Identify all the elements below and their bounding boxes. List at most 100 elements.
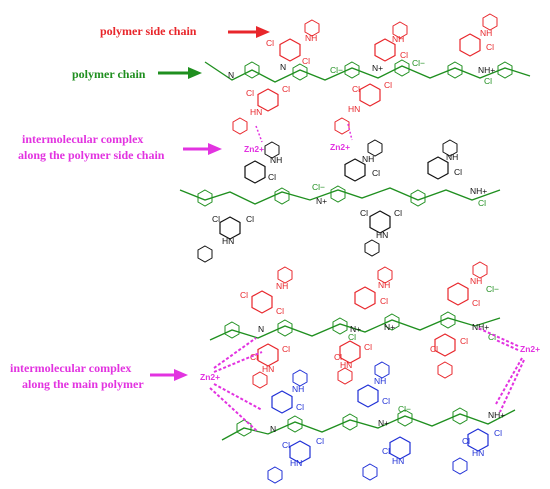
top-atom-labels: NH Cl Cl NH Cl NH Cl N N Cl− N+ Cl− NH+ … <box>228 28 495 117</box>
atom-label: N+ <box>372 63 383 73</box>
atom-label: Cl <box>334 352 342 362</box>
label-polymer-chain: polymer chain <box>72 67 146 81</box>
atom-label: Cl <box>430 344 438 354</box>
atom-label: N <box>280 62 286 72</box>
atom-label: Cl <box>266 38 274 48</box>
atom-label: HN <box>392 456 404 466</box>
atom-label: HN <box>472 448 484 458</box>
label-complex-side-line1: intermolecular complex <box>22 132 143 146</box>
atom-label: Cl <box>316 436 324 446</box>
magenta-arrow-icon-bottom <box>150 369 188 381</box>
atom-label: Cl− <box>412 58 425 68</box>
atom-label: NH <box>480 28 492 38</box>
zn-label: Zn2+ <box>200 372 220 382</box>
bottom-atom-labels: NH Cl Cl NH Cl NH Cl− Cl N N+ Cl N+ NH+ … <box>240 276 505 468</box>
atom-label: N+ <box>384 322 395 332</box>
atom-label: Cl <box>268 172 276 182</box>
atom-label: NH+ <box>472 322 489 332</box>
atom-label: Cl <box>352 84 360 94</box>
middle-black-units <box>197 139 458 263</box>
atom-label: NH+ <box>470 186 487 196</box>
atom-label: HN <box>262 364 274 374</box>
atom-label: HN <box>348 104 360 114</box>
atom-label: Cl <box>282 344 290 354</box>
atom-label: NH <box>470 276 482 286</box>
atom-label: Cl <box>460 336 468 346</box>
label-complex-main-line1: intermolecular complex <box>10 361 131 375</box>
atom-label: N+ <box>350 324 361 334</box>
atom-label: Cl <box>360 208 368 218</box>
top-main-chain <box>204 59 531 83</box>
atom-label: NH <box>446 152 458 162</box>
atom-label: Cl <box>246 214 254 224</box>
atom-label: Cl <box>348 332 356 342</box>
bottom-main-chain-lower <box>221 407 516 441</box>
atom-label: Cl <box>212 214 220 224</box>
bottom-zn-complexes: Zn2+ Zn2+ <box>200 327 540 433</box>
atom-label: Cl <box>462 436 470 446</box>
atom-label: HN <box>340 360 352 370</box>
atom-label: NH <box>392 34 404 44</box>
magenta-arrow-icon-top <box>183 143 222 155</box>
atom-label: Cl <box>246 88 254 98</box>
atom-label: Cl <box>384 80 392 90</box>
red-arrow-icon <box>228 26 270 38</box>
atom-label: NH <box>374 376 386 386</box>
atom-label: Cl <box>494 428 502 438</box>
atom-label: Cl <box>478 198 486 208</box>
atom-label: Cl <box>454 167 462 177</box>
atom-label: NH <box>362 154 374 164</box>
atom-label: Cl <box>250 352 258 362</box>
atom-label: Cl− <box>486 284 499 294</box>
top-side-chains-red <box>232 13 498 135</box>
atom-label: NH <box>378 280 390 290</box>
atom-label: HN <box>376 230 388 240</box>
atom-label: Cl <box>488 332 496 342</box>
zn-label: Zn2+ <box>520 344 540 354</box>
atom-label: Cl <box>282 440 290 450</box>
middle-black-chain <box>179 187 501 205</box>
atom-label: NH+ <box>478 65 495 75</box>
atom-label: Cl <box>276 306 284 316</box>
atom-label: Cl− <box>398 404 411 414</box>
middle-atom-labels: NH Cl NH Cl NH Cl Cl− N+ NH+ Cl Cl Cl HN… <box>212 152 487 246</box>
atom-label: HN <box>222 236 234 246</box>
atom-label: N+ <box>378 418 389 428</box>
atom-label: Cl− <box>312 182 325 192</box>
label-complex-side-line2: along the polymer side chain <box>18 148 165 162</box>
zn-label: Zn2+ <box>244 144 264 154</box>
atom-label: NH+ <box>488 410 505 420</box>
atom-label: Cl <box>486 42 494 52</box>
top-zn-complexes: Zn2+ Zn2+ <box>244 123 353 154</box>
label-complex-main-line2: along the main polymer <box>22 377 144 391</box>
atom-label: Cl <box>282 84 290 94</box>
atom-label: Cl <box>296 402 304 412</box>
green-arrow-icon <box>158 67 202 79</box>
atom-label: HN <box>290 458 302 468</box>
zn-label: Zn2+ <box>330 142 350 152</box>
atom-label: Cl <box>380 296 388 306</box>
atom-label: Cl <box>400 50 408 60</box>
atom-label: N+ <box>316 196 327 206</box>
atom-label: Cl <box>240 290 248 300</box>
atom-label: Cl <box>372 168 380 178</box>
atom-label: Cl <box>382 446 390 456</box>
atom-label: Cl <box>394 208 402 218</box>
label-polymer-side-chain: polymer side chain <box>100 24 197 38</box>
atom-label: NH <box>305 33 317 43</box>
atom-label: Cl <box>302 56 310 66</box>
atom-label: N <box>270 424 276 434</box>
bottom-main-chain-upper <box>209 311 501 341</box>
atom-label: NH <box>276 281 288 291</box>
atom-label: N <box>228 70 234 80</box>
atom-label: NH <box>292 384 304 394</box>
atom-label: HN <box>250 107 262 117</box>
atom-label: Cl <box>382 396 390 406</box>
atom-label: Cl− <box>330 65 343 75</box>
atom-label: NH <box>270 155 282 165</box>
atom-label: Cl <box>472 298 480 308</box>
atom-label: Cl <box>484 76 492 86</box>
atom-label: Cl <box>364 342 372 352</box>
atom-label: N <box>258 324 264 334</box>
